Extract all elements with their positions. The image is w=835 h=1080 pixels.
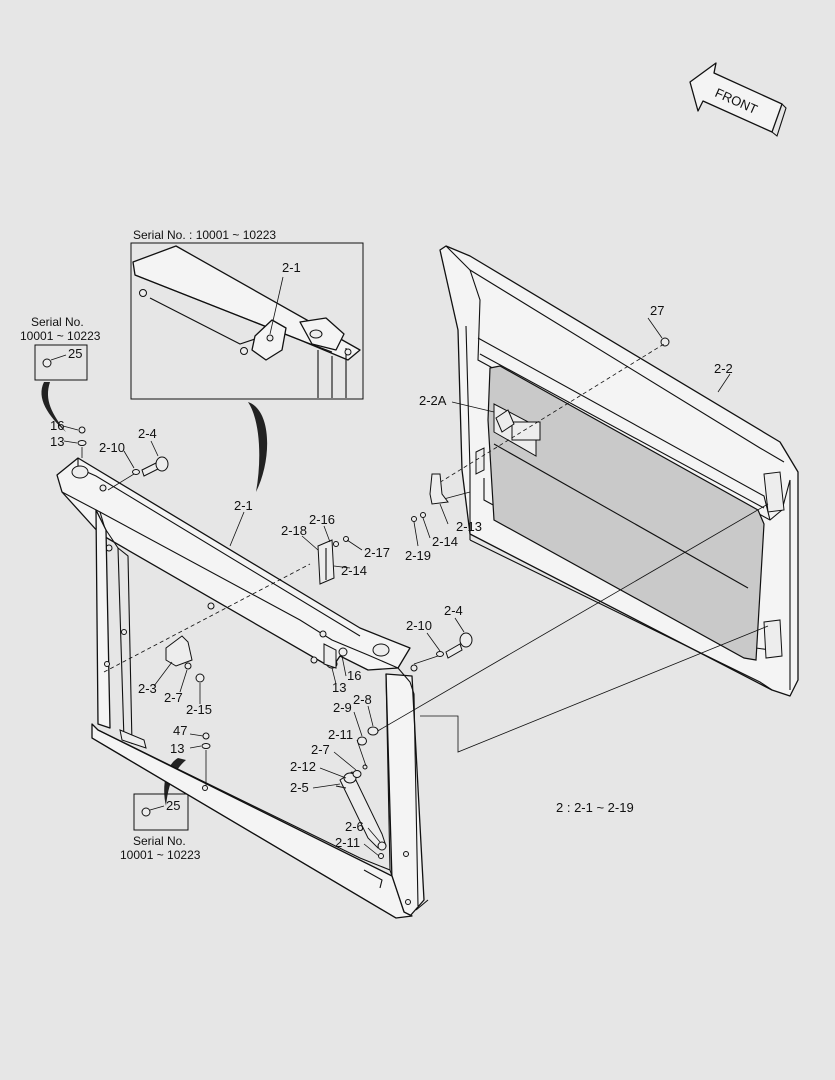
frame-assembly: [56, 457, 429, 919]
callout-13-bottom: 13: [170, 741, 184, 756]
callout-2-4-left: 2-4: [138, 426, 157, 441]
line-bracket: [103, 563, 311, 673]
callout-2-14-bracket: 2-14: [341, 563, 367, 578]
inset-left-pointer: [41, 382, 66, 432]
callout-2-10-right: 2-10: [406, 618, 432, 633]
inset-left-serial-1: Serial No.: [31, 315, 84, 329]
inset-top-frame: [130, 242, 364, 400]
line-27: [433, 343, 665, 487]
door-cushion: [487, 365, 765, 661]
inset-top: Serial No. : 10001 ~ 10223 2-1: [130, 228, 364, 400]
inset-left-frame: [34, 344, 88, 381]
callout-2-15: 2-15: [186, 702, 212, 717]
callout-2-4-right: 2-4: [444, 603, 463, 618]
top-rail: [56, 457, 411, 671]
callout-2-2A: 2-2A: [419, 393, 447, 408]
callout-2-13: 2-13: [456, 519, 482, 534]
callout-2-18: 2-18: [281, 523, 307, 538]
callout-inset-2-1: 2-1: [282, 260, 301, 275]
callout-2-6: 2-6: [345, 819, 364, 834]
callout-13-right: 13: [332, 680, 346, 695]
callout-27: 27: [650, 303, 664, 318]
callout-13-left: 13: [50, 434, 64, 449]
callout-2-2: 2-2: [714, 361, 733, 376]
callout-2-10-left: 2-10: [99, 440, 125, 455]
callout-2-1-main: 2-1: [234, 498, 253, 513]
callout-inset-bottom-25: 25: [166, 798, 180, 813]
callout-2-17: 2-17: [364, 545, 390, 560]
callout-labels: 27 2-2 2-2A 2-13 2-14 2-19 2-1 2-18 2-16…: [50, 303, 733, 850]
inset-top-serial: Serial No. : 10001 ~ 10223: [133, 228, 276, 242]
callout-2-9: 2-9: [333, 700, 352, 715]
line-hinge-lower: [420, 625, 769, 753]
inset-top-pointer: [248, 402, 268, 492]
front-arrow: FRONT: [689, 62, 787, 137]
callout-2-5: 2-5: [290, 780, 309, 795]
callout-2-19: 2-19: [405, 548, 431, 563]
line-hinge-upper: [375, 503, 769, 733]
callout-16-left: 16: [50, 418, 64, 433]
callout-2-11-lower: 2-11: [335, 835, 360, 850]
callout-47: 47: [173, 723, 187, 738]
leader-lines: [62, 317, 731, 857]
callout-2-3: 2-3: [138, 681, 157, 696]
range-note: 2 : 2-1 ~ 2-19: [556, 800, 634, 815]
inset-bottom-serial-1: Serial No.: [133, 834, 186, 848]
callout-2-12: 2-12: [290, 759, 316, 774]
door-panel: [439, 245, 799, 697]
left-post: [95, 509, 111, 729]
callout-inset-left-25: 25: [68, 346, 82, 361]
inset-left: Serial No. 10001 ~ 10223 25: [20, 315, 101, 432]
callout-2-7-right: 2-7: [311, 742, 330, 757]
callout-2-14-door: 2-14: [432, 534, 458, 549]
callout-2-11-upper: 2-11: [328, 727, 353, 742]
inset-bottom-serial-2: 10001 ~ 10223: [120, 848, 201, 862]
inset-bottom-frame: [133, 793, 189, 831]
callout-2-7-left: 2-7: [164, 690, 183, 705]
callout-16-right: 16: [347, 668, 361, 683]
callout-2-16: 2-16: [309, 512, 335, 527]
callout-2-8: 2-8: [353, 692, 372, 707]
inset-left-serial-2: 10001 ~ 10223: [20, 329, 101, 343]
